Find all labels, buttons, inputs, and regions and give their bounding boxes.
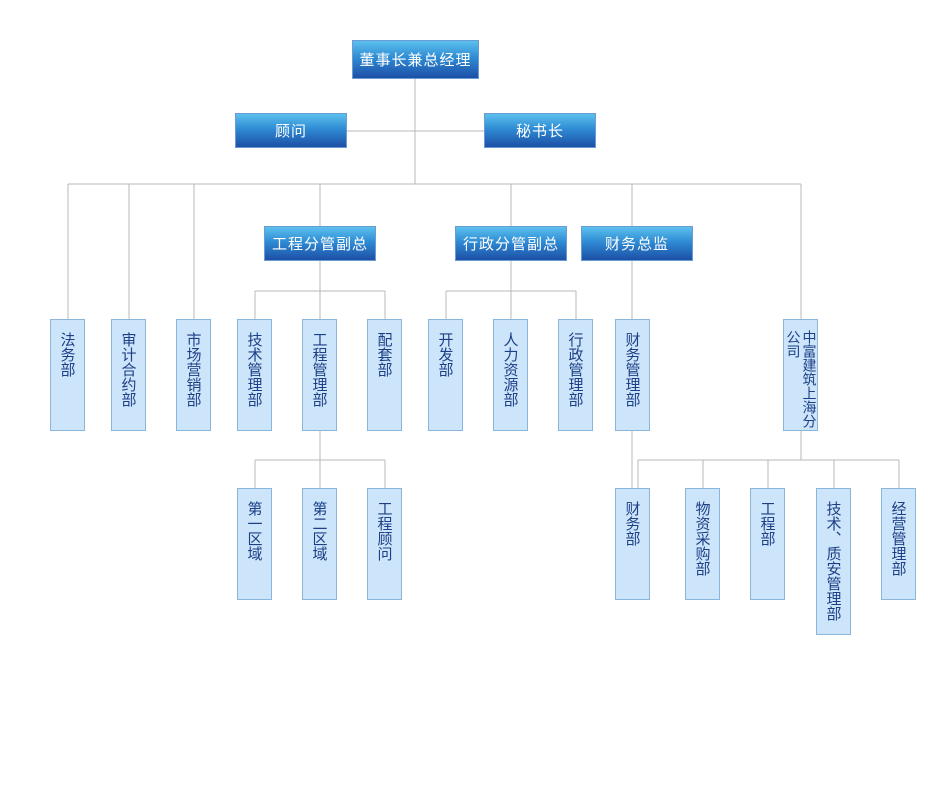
node-audit-contract: 审计合约部 [111,319,146,431]
node-engineering-consultant: 工程顾问 [367,488,402,600]
node-cfo: 财务总监 [581,226,693,261]
node-zone-two: 第二区域 [302,488,337,600]
node-marketing: 市场营销部 [176,319,211,431]
node-shanghai-branch: 中富建筑上海分公司 [783,319,818,431]
node-tech-management: 技术管理部 [237,319,272,431]
node-finance-management: 财务管理部 [615,319,650,431]
node-chairman: 董事长兼总经理 [352,40,479,79]
node-engineering-management: 工程管理部 [302,319,337,431]
node-vp-admin: 行政分管副总 [455,226,567,261]
node-supporting: 配套部 [367,319,402,431]
node-branch-tech-quality: 技术、质安管理部 [816,488,851,635]
node-admin-management: 行政管理部 [558,319,593,431]
node-development: 开发部 [428,319,463,431]
node-legal: 法务部 [50,319,85,431]
node-zone-one: 第一区域 [237,488,272,600]
node-advisor: 顾问 [235,113,347,148]
node-vp-engineering: 工程分管副总 [264,226,376,261]
node-branch-engineering: 工程部 [750,488,785,600]
node-branch-finance: 财务部 [615,488,650,600]
node-human-resources: 人力资源部 [493,319,528,431]
node-branch-procurement: 物资采购部 [685,488,720,600]
node-secretary-general: 秘书长 [484,113,596,148]
node-branch-operations: 经营管理部 [881,488,916,600]
